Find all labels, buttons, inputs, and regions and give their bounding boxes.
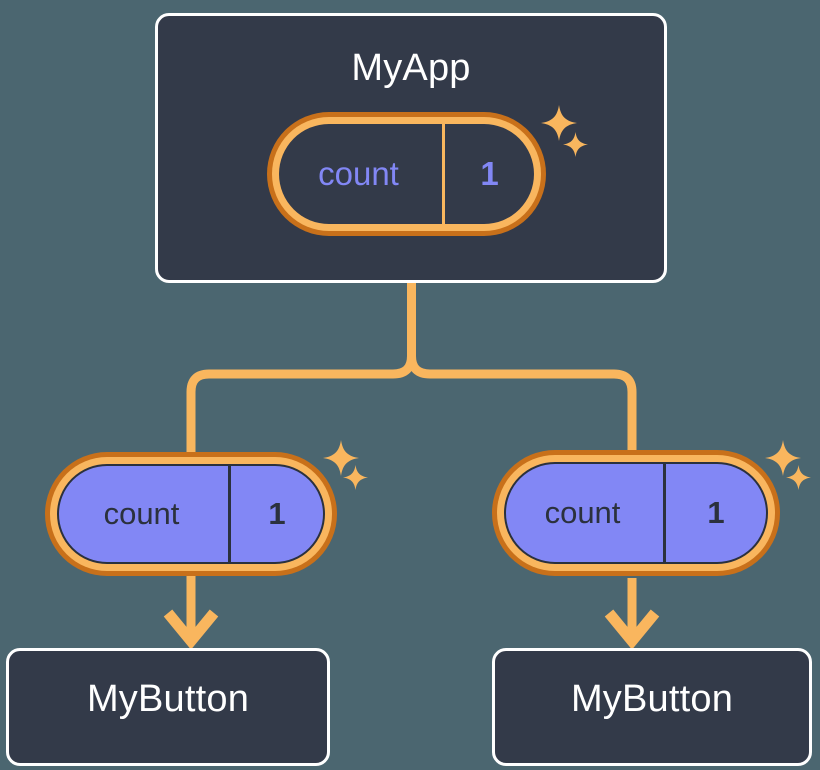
component-label-mybutton: MyButton xyxy=(570,678,734,720)
state-value: 1 xyxy=(228,466,323,562)
component-label-mybutton: MyButton xyxy=(86,678,250,720)
state-key: count xyxy=(318,155,399,192)
sparkle-icon xyxy=(786,465,811,490)
state-pill-ring: count 1 xyxy=(50,457,332,571)
arrow-down-icon-right xyxy=(604,609,660,650)
state-key: count xyxy=(103,496,180,531)
state-key: count xyxy=(544,495,621,530)
sparkle-icon xyxy=(765,440,801,476)
component-label-myapp: MyApp xyxy=(351,47,471,89)
component-node-mybutton-left[interactable]: MyButton xyxy=(6,648,330,766)
sparkle-icon xyxy=(323,440,359,476)
state-pill-child-left[interactable]: count 1 xyxy=(45,452,337,576)
state-pill-myapp[interactable]: count 1 xyxy=(267,112,546,236)
arrow-down-icon-left xyxy=(163,609,219,650)
state-pill-body: count 1 xyxy=(57,464,325,564)
state-pill-body: count 1 xyxy=(279,124,534,224)
state-pill-ring: count 1 xyxy=(272,117,541,231)
state-value: 1 xyxy=(442,124,534,224)
wire-branch-right xyxy=(407,355,637,450)
state-pill-ring: count 1 xyxy=(497,455,775,571)
state-pill-body: count 1 xyxy=(504,462,768,564)
state-value: 1 xyxy=(663,464,766,562)
state-pill-child-right[interactable]: count 1 xyxy=(492,450,780,576)
component-node-mybutton-right[interactable]: MyButton xyxy=(492,648,812,766)
wire-branch-left xyxy=(186,355,416,452)
sparkle-icon xyxy=(343,465,368,490)
